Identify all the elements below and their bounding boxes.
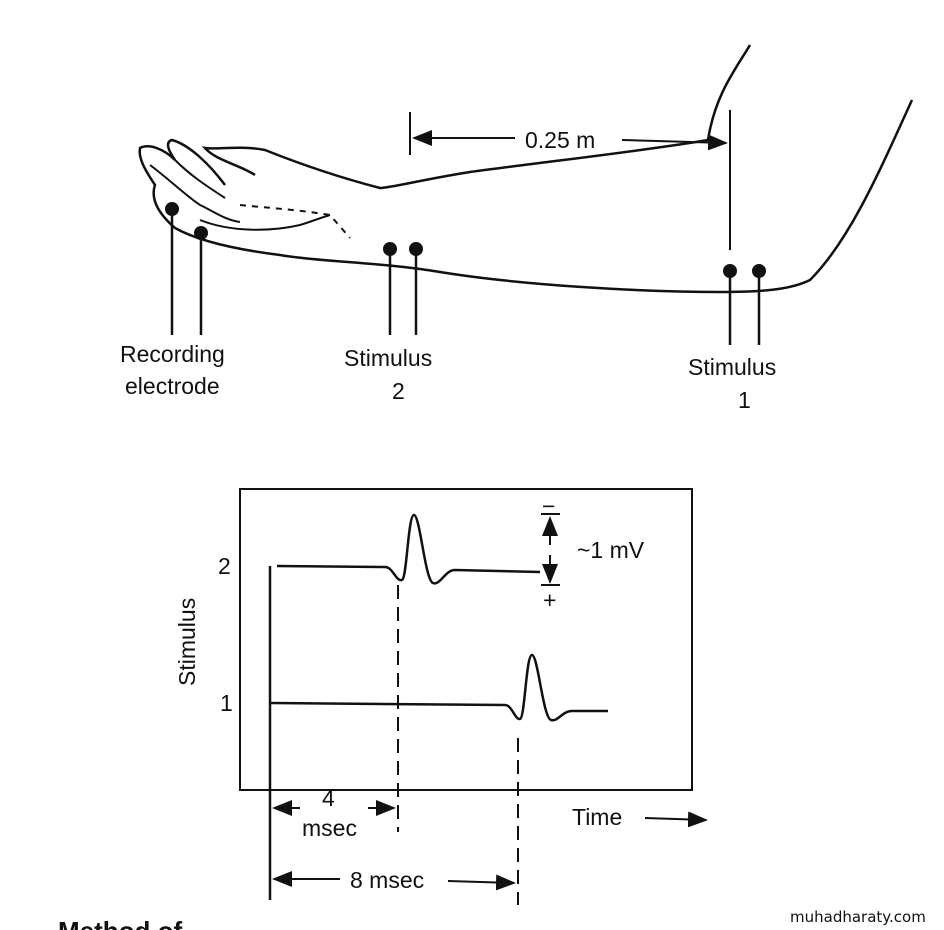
amplitude-scale: − + ~1 mV: [541, 493, 645, 613]
distance-label: 0.25 m: [525, 127, 595, 153]
time-axis-label: Time: [572, 804, 622, 830]
stimulus-2-number: 2: [392, 378, 405, 404]
stimulus-2-label: Stimulus: [344, 345, 432, 371]
stimulus-1-electrodes: [723, 264, 766, 345]
recording-electrode: [165, 202, 208, 335]
minus-sign: −: [542, 493, 555, 519]
recording-label-line1: Recording: [120, 341, 225, 367]
oscilloscope-screen: [239, 488, 693, 791]
trace-2-label: 2: [218, 553, 231, 579]
stimulus-2-electrodes: [383, 242, 423, 335]
figure-caption: Method of: [58, 916, 183, 930]
time-arrow: [644, 811, 708, 828]
plus-sign: +: [543, 587, 556, 613]
stimulus-1-number: 1: [738, 387, 751, 413]
amplitude-label: ~1 mV: [577, 537, 645, 563]
recording-label-line2: electrode: [125, 373, 220, 399]
y-axis-label: Stimulus: [174, 598, 200, 686]
watermark: muhadharaty.com: [790, 908, 926, 926]
interval-8-label: 8 msec: [350, 867, 424, 893]
stimulus-1-label: Stimulus: [688, 354, 776, 380]
interval-4-unit: msec: [302, 815, 357, 841]
distance-indicator: 0.25 m: [409, 110, 731, 250]
trace-1-label: 1: [220, 690, 233, 716]
trace-stimulus-1: [269, 653, 608, 722]
trace-stimulus-2: [276, 513, 541, 585]
arm-drawing: [138, 44, 914, 294]
interval-4-value: 4: [322, 785, 335, 811]
